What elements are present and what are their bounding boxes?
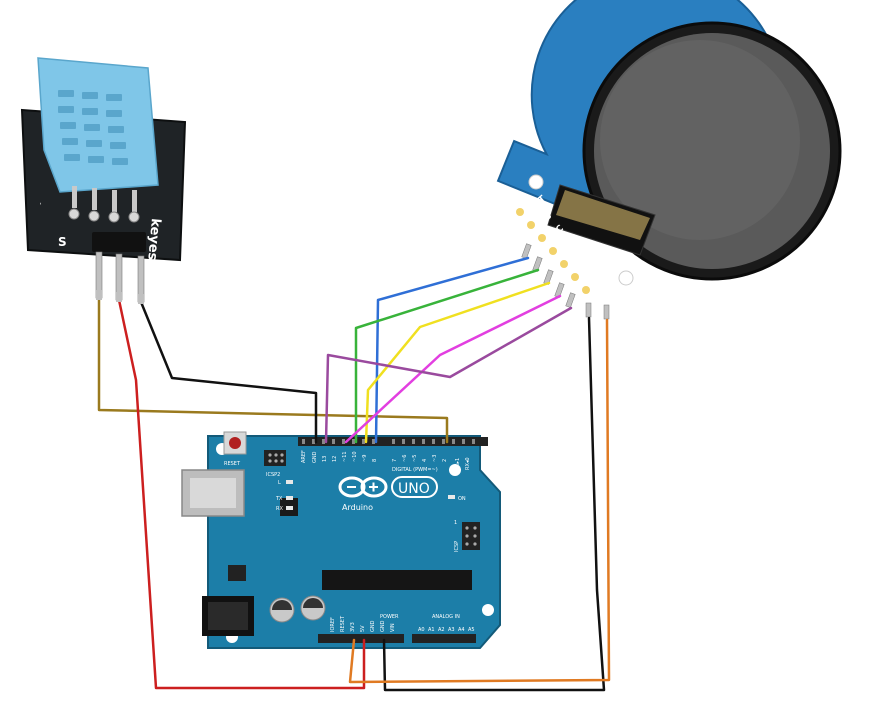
led-tx-label: TX (275, 496, 283, 502)
svg-text:RESET: RESET (340, 615, 346, 632)
svg-text:5V: 5V (360, 625, 366, 632)
dht-minus-label: - (36, 201, 44, 205)
digital-pin-labels: 13 12 ~11 ~10 ~9 8 7 ~6 ~5 4 ~3 2 TX▸1 R… (322, 451, 471, 471)
svg-text:4: 4 (422, 459, 428, 462)
icsp-label: ICSP (454, 541, 460, 552)
svg-text:~9: ~9 (362, 455, 368, 462)
sensor-grille (58, 90, 128, 165)
led-l-label: L (278, 480, 281, 486)
icsp-num-label: 1 (454, 520, 457, 526)
digital-label: DIGITAL (PWM=~) (392, 467, 438, 473)
dht-s-label: S (58, 235, 67, 249)
svg-text:A4: A4 (458, 627, 465, 633)
svg-text:7: 7 (392, 459, 398, 462)
wire-dht-gnd (139, 300, 318, 444)
svg-text:TX▸1: TX▸1 (455, 458, 461, 471)
svg-text:IOREF: IOREF (330, 617, 336, 632)
svg-text:~5: ~5 (412, 455, 418, 462)
wire-display-gnd (382, 316, 606, 692)
svg-text:A1: A1 (428, 627, 435, 633)
svg-text:GND: GND (370, 620, 376, 632)
model-label: UNO (398, 481, 430, 497)
gnd-label-top: GND (312, 451, 318, 463)
wire-display-dc (364, 281, 551, 444)
reset-label: RESET (224, 461, 241, 467)
arduino-uno-board: RESET ICSP2 L TX RX ON (181, 431, 501, 649)
svg-text:GND: GND (380, 620, 386, 632)
svg-text:~10: ~10 (352, 451, 358, 462)
svg-text:A5: A5 (468, 627, 475, 633)
round-tft-display: RST CS DC SDA SCL GND VCC (496, 0, 842, 320)
wire-display-vcc (348, 318, 611, 684)
power-pin-labels: IOREF RESET 3V3 5V GND GND VIN (330, 615, 396, 632)
wire-display-sda (344, 294, 562, 444)
wire-display-scl (324, 306, 573, 444)
svg-text:8: 8 (372, 459, 378, 462)
svg-text:3V3: 3V3 (350, 622, 356, 632)
svg-text:A0: A0 (418, 627, 425, 633)
wire-display-cs (354, 268, 540, 444)
svg-text:VIN: VIN (390, 623, 396, 632)
dht-brand-label: keyes (144, 218, 163, 262)
on-label: ON (458, 496, 466, 502)
svg-text:~3: ~3 (432, 455, 438, 462)
svg-text:13: 13 (322, 456, 328, 462)
dht11-module: - keyes S (20, 57, 187, 303)
svg-text:A3: A3 (448, 627, 455, 633)
icsp2-label: ICSP2 (266, 472, 280, 478)
wire-dht-signal (97, 296, 449, 444)
wire-dht-vcc (117, 298, 366, 690)
atmega-chip (322, 570, 472, 590)
arduino-logo (338, 476, 438, 498)
analog-header (412, 634, 476, 643)
brand-name-label: Arduino (342, 503, 373, 512)
svg-text:2: 2 (442, 459, 448, 462)
svg-text:RX◂0: RX◂0 (465, 457, 471, 470)
power-label: POWER (380, 614, 399, 620)
svg-text:12: 12 (332, 456, 338, 462)
svg-text:A2: A2 (438, 627, 445, 633)
dht-pin-tips (96, 290, 144, 304)
wires (97, 256, 611, 692)
display-pin-vcc: VCC (593, 271, 615, 292)
led-rx-label: RX (276, 506, 283, 512)
display-pin-scl: SCL (571, 246, 592, 266)
svg-text:~6: ~6 (402, 455, 408, 462)
aref-label: AREF (301, 450, 307, 463)
power-header (318, 634, 404, 643)
svg-text:~11: ~11 (342, 451, 348, 462)
wire-display-rst (374, 256, 530, 444)
analog-label: ANALOG IN (432, 614, 460, 620)
analog-pin-labels: A0 A1 A2 A3 A4 A5 (418, 627, 475, 633)
